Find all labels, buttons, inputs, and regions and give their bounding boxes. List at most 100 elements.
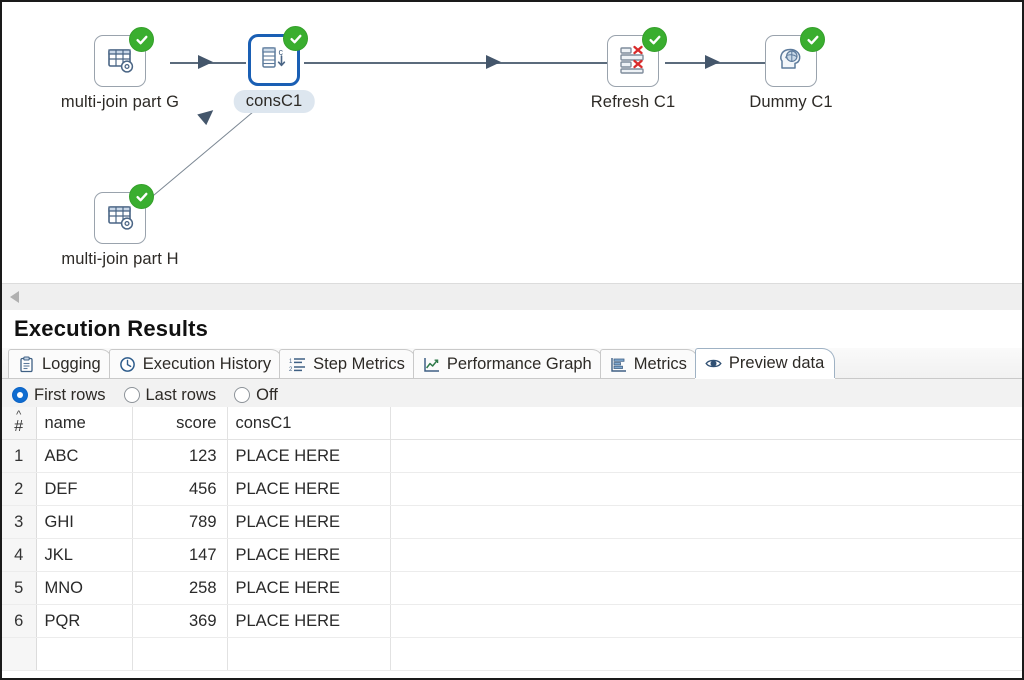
cell-consc1: PLACE HERE — [227, 505, 391, 539]
row-number: 3 — [2, 505, 37, 539]
radio-label: Last rows — [145, 385, 217, 404]
numbered-list-icon: 1 2 — [288, 355, 307, 374]
node-refresh-c1[interactable]: Refresh C1 — [591, 27, 675, 111]
row-number: 1 — [2, 439, 37, 473]
check-circle-icon — [800, 27, 825, 52]
preview-data-table: ^ # name score consC1 1 ABC 123 — [2, 407, 1022, 671]
line-chart-icon — [422, 355, 441, 374]
preview-data-grid[interactable]: ^ # name score consC1 1 ABC 123 — [2, 407, 1022, 678]
scroll-left-arrow-icon[interactable] — [10, 291, 19, 303]
cell-score: 789 — [132, 505, 228, 539]
results-tabbar[interactable]: Logging Execution History 1 2 — [2, 348, 1022, 379]
radio-label: Off — [256, 385, 278, 404]
svg-text:1: 1 — [289, 359, 293, 365]
tab-preview-data[interactable]: Preview data — [694, 348, 836, 378]
tab-execution-history[interactable]: Execution History — [108, 349, 283, 378]
cell-name: MNO — [36, 571, 133, 605]
cell-consc1: PLACE HERE — [227, 439, 391, 473]
node-label: Refresh C1 — [590, 93, 676, 111]
table-row[interactable]: 4 JKL 147 PLACE HERE — [2, 538, 1022, 572]
cell-score — [132, 637, 228, 671]
cell-name: DEF — [36, 472, 133, 506]
row-number-symbol: # — [14, 417, 24, 435]
node-multi-join-part-g[interactable]: multi-join part G — [61, 27, 179, 111]
clipboard-icon — [17, 355, 36, 374]
radio-off[interactable]: Off — [234, 386, 278, 405]
tab-label: Performance Graph — [446, 354, 592, 373]
radio-first-rows[interactable]: First rows — [12, 386, 106, 405]
execution-results-title: Execution Results — [14, 316, 209, 341]
cell-filler — [390, 604, 1022, 638]
cell-consc1: PLACE HERE — [227, 538, 391, 572]
cell-score: 123 — [132, 439, 228, 473]
radio-label: First rows — [34, 385, 106, 404]
row-mode-radio-group[interactable]: First rows Last rows Off — [2, 379, 1022, 412]
cell-consc1: PLACE HERE — [227, 472, 391, 506]
radio-dot[interactable] — [234, 387, 251, 403]
tab-performance-graph[interactable]: Performance Graph — [412, 349, 603, 378]
cell-score: 369 — [132, 604, 228, 638]
cell-filler — [390, 571, 1022, 605]
cell-consc1: PLACE HERE — [227, 604, 391, 638]
node-label: consC1 — [233, 90, 315, 113]
radio-dot[interactable] — [123, 387, 140, 403]
eye-icon — [704, 354, 723, 373]
check-circle-icon — [642, 27, 667, 52]
svg-text:2: 2 — [289, 367, 293, 373]
cell-filler — [390, 538, 1022, 572]
table-row[interactable]: 2 DEF 456 PLACE HERE — [2, 472, 1022, 506]
svg-text:c: c — [279, 47, 284, 57]
tab-logging[interactable]: Logging — [8, 349, 112, 378]
node-refresh-c1-box[interactable] — [607, 27, 667, 87]
tab-label: Preview data — [728, 354, 825, 372]
cell-consc1 — [227, 637, 391, 671]
tab-metrics[interactable]: Metrics — [599, 349, 698, 378]
cell-name: PQR — [36, 604, 133, 638]
node-dummy-c1[interactable]: Dummy C1 — [749, 27, 833, 111]
table-row[interactable]: 6 PQR 369 PLACE HERE — [2, 604, 1022, 638]
edge-consc1-to-refresh — [304, 62, 612, 64]
canvas-horizontal-scrollbar[interactable] — [2, 283, 1022, 311]
node-multi-join-part-g-box[interactable] — [94, 27, 154, 87]
table-gear-icon — [104, 43, 136, 80]
column-header-score[interactable]: score — [132, 407, 228, 440]
check-circle-icon — [129, 184, 154, 209]
node-dummy-c1-box[interactable] — [765, 27, 825, 87]
constant-column-icon: c — [259, 43, 289, 78]
node-label: multi-join part H — [61, 250, 179, 268]
cell-filler — [390, 505, 1022, 539]
column-header-name[interactable]: name — [36, 407, 133, 440]
check-circle-icon — [129, 27, 154, 52]
tab-step-metrics[interactable]: 1 2 Step Metrics — [279, 349, 416, 378]
radio-dot-selected[interactable] — [12, 387, 28, 403]
cell-score: 147 — [132, 538, 228, 572]
cell-score: 456 — [132, 472, 228, 506]
table-header-row: ^ # name score consC1 — [2, 407, 1022, 440]
table-row[interactable]: 1 ABC 123 PLACE HERE — [2, 439, 1022, 473]
column-header-consc1[interactable]: consC1 — [227, 407, 391, 440]
cell-consc1: PLACE HERE — [227, 571, 391, 605]
sort-caret-icon: ^ — [16, 408, 22, 421]
row-number: 5 — [2, 571, 37, 605]
rows-delete-icon — [617, 43, 649, 80]
row-number-header[interactable]: ^ # — [2, 407, 37, 440]
node-multi-join-part-h-box[interactable] — [94, 184, 154, 244]
node-multi-join-part-h[interactable]: multi-join part H — [61, 184, 179, 268]
row-number: 6 — [2, 604, 37, 638]
row-number: 4 — [2, 538, 37, 572]
gantt-icon — [609, 355, 628, 374]
cell-filler — [390, 439, 1022, 473]
node-consc1[interactable]: c consC1 — [233, 26, 315, 113]
table-row[interactable]: 3 GHI 789 PLACE HERE — [2, 505, 1022, 539]
transformation-canvas[interactable]: multi-join part G c — [2, 2, 1022, 283]
table-row-partial[interactable] — [2, 637, 1022, 671]
radio-last-rows[interactable]: Last rows — [123, 385, 217, 405]
cell-score: 258 — [132, 571, 228, 605]
tab-label: Logging — [42, 354, 101, 373]
dummy-head-icon — [776, 44, 806, 79]
tab-label: Metrics — [633, 354, 687, 373]
node-consc1-box[interactable]: c — [248, 26, 308, 86]
edge-arrow-consc1-to-refresh — [486, 55, 501, 69]
table-row[interactable]: 5 MNO 258 PLACE HERE — [2, 571, 1022, 605]
check-circle-icon — [283, 26, 308, 51]
